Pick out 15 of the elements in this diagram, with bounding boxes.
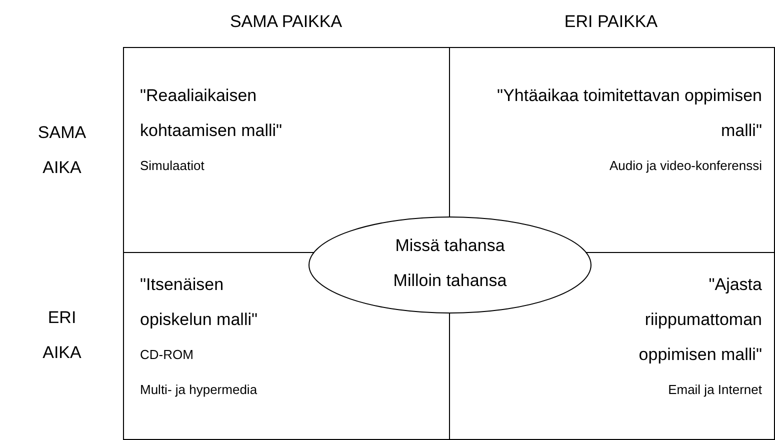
ellipse-node [308, 216, 592, 314]
example-text: Multi- ja hypermedia [140, 381, 258, 399]
ellipse-text: Missä tahansa Milloin tahansa [392, 235, 508, 292]
example-text: Email ja Internet [667, 381, 762, 399]
column-header: ERI PAIKKA [563, 11, 659, 33]
model-title: "Reaaliaikaisen kohtaamisen malli" [140, 85, 284, 142]
example-text: CD-ROM [140, 346, 194, 364]
row-header: ERI AIKA [42, 307, 82, 364]
example-text: Simulaatiot [140, 157, 206, 175]
column-header: SAMA PAIKKA [228, 11, 344, 33]
row-header: SAMA AIKA [36, 122, 88, 179]
model-title: "Yhtäaikaa toimitettavan oppimisen malli" [496, 85, 762, 142]
model-title: "Ajasta riippumattoman oppimisen malli" [638, 274, 762, 366]
model-title: "Itsenäisen opiskelun malli" [140, 274, 259, 331]
example-text: Audio ja video-konferenssi [608, 157, 762, 175]
